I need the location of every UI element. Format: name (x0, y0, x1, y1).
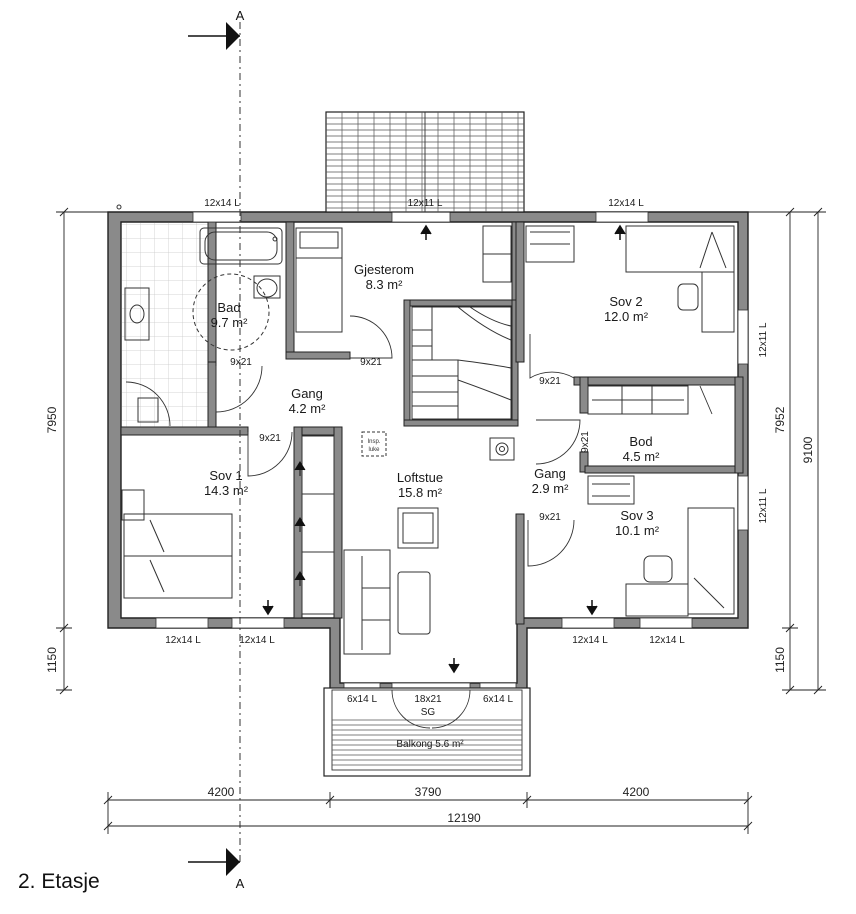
room-area-bod: 4.5 m² (623, 449, 661, 464)
room-name-sov2: Sov 2 (609, 294, 642, 309)
room-area-gjesterom: 8.3 m² (366, 277, 404, 292)
room-name-bod: Bod (629, 434, 652, 449)
door-label: 9x21 (230, 357, 252, 368)
door-label: 9x21 (539, 376, 561, 387)
window-openings (155, 211, 749, 691)
room-area-sov3: 10.1 m² (615, 523, 660, 538)
window-label: 6x14 L (483, 694, 513, 705)
dimension-labels: 4200 3790 4200 12190 7950 1150 7952 1150… (45, 406, 815, 825)
door-labels: 9x21 9x21 9x21 9x21 9x21 9x21 (230, 357, 591, 523)
room-name-gang1: Gang (291, 386, 323, 401)
bathroom-floor-tiles (122, 223, 208, 427)
interior-walls (120, 221, 744, 625)
window-label: 12x14 L (165, 635, 201, 646)
dim-bottom-2: 3790 (415, 785, 442, 799)
window-label: 12x14 L (649, 635, 685, 646)
door-label: 9x21 (580, 431, 591, 453)
chimney (489, 437, 515, 461)
window-label: 12x14 L (239, 635, 275, 646)
hatch-label-line1: Insp. (367, 439, 380, 445)
room-name-gjesterom: Gjesterom (354, 262, 414, 277)
bathroom-fixtures (124, 227, 283, 427)
sov1-bed (121, 489, 233, 599)
room-area-sov1: 14.3 m² (204, 483, 249, 498)
roof-terrace (325, 111, 525, 213)
room-name-bad: Bad (217, 300, 240, 315)
room-name-gang2: Gang (534, 466, 566, 481)
floor-title: 2. Etasje (18, 870, 100, 893)
dim-right-1: 7952 (773, 406, 787, 433)
room-name-sov1: Sov 1 (209, 468, 242, 483)
window-label: 12x14 L (204, 198, 240, 209)
room-area-sov2: 12.0 m² (604, 309, 649, 324)
doors (215, 315, 581, 567)
loftstue-furniture (343, 431, 439, 655)
dim-right-2: 1150 (773, 647, 787, 673)
dim-left-2: 1150 (45, 647, 59, 673)
hatch-label-line2: luke (368, 447, 380, 453)
room-name-balkong: Balkong 5.6 m² (396, 739, 464, 750)
section-line-A (116, 22, 241, 876)
room-area-loftstue: 15.8 m² (398, 485, 443, 500)
window-label: 12x14 L (572, 635, 608, 646)
window-arrow-icons (262, 224, 626, 674)
dim-bottom-1: 4200 (208, 785, 235, 799)
window-label: 12x11 L (408, 198, 443, 209)
door-label: 9x21 (360, 357, 382, 368)
window-label: 12x14 L (608, 198, 644, 209)
room-name-sov3: Sov 3 (620, 508, 653, 523)
dim-bottom-3: 4200 (623, 785, 650, 799)
room-area-gang2: 2.9 m² (532, 481, 570, 496)
guest-bed (295, 227, 343, 333)
room-labels: Bad 9.7 m² Gjesterom 8.3 m² Sov 2 12.0 m… (204, 262, 660, 750)
section-letter-top: A (236, 8, 245, 23)
window-label: 6x14 L (347, 694, 377, 705)
guest-shelves (482, 225, 512, 283)
dimension-lines (56, 207, 826, 834)
section-letter-bottom: A (236, 876, 245, 891)
window-labels: 12x14 L 12x11 L 12x14 L 12x11 L 12x11 L … (165, 198, 769, 718)
door-label: 9x21 (539, 512, 561, 523)
room-area-gang1: 4.2 m² (289, 401, 327, 416)
staircase (411, 306, 512, 420)
balcony (323, 687, 531, 777)
door-label: 9x21 (259, 433, 281, 444)
dim-left-1: 7950 (45, 406, 59, 433)
sov2-furniture (525, 225, 735, 333)
bod-shelves (587, 385, 713, 415)
window-label: 18x21 (414, 694, 442, 705)
dim-right-total: 9100 (801, 436, 815, 463)
sov3-furniture (587, 475, 735, 617)
dim-total: 12190 (447, 811, 481, 825)
window-label: 12x11 L (758, 322, 769, 357)
window-note: SG (421, 707, 436, 718)
room-area-bad: 9.7 m² (211, 315, 249, 330)
window-label: 12x11 L (758, 488, 769, 523)
sov1-wardrobe (301, 435, 335, 615)
room-name-loftstue: Loftstue (397, 470, 443, 485)
